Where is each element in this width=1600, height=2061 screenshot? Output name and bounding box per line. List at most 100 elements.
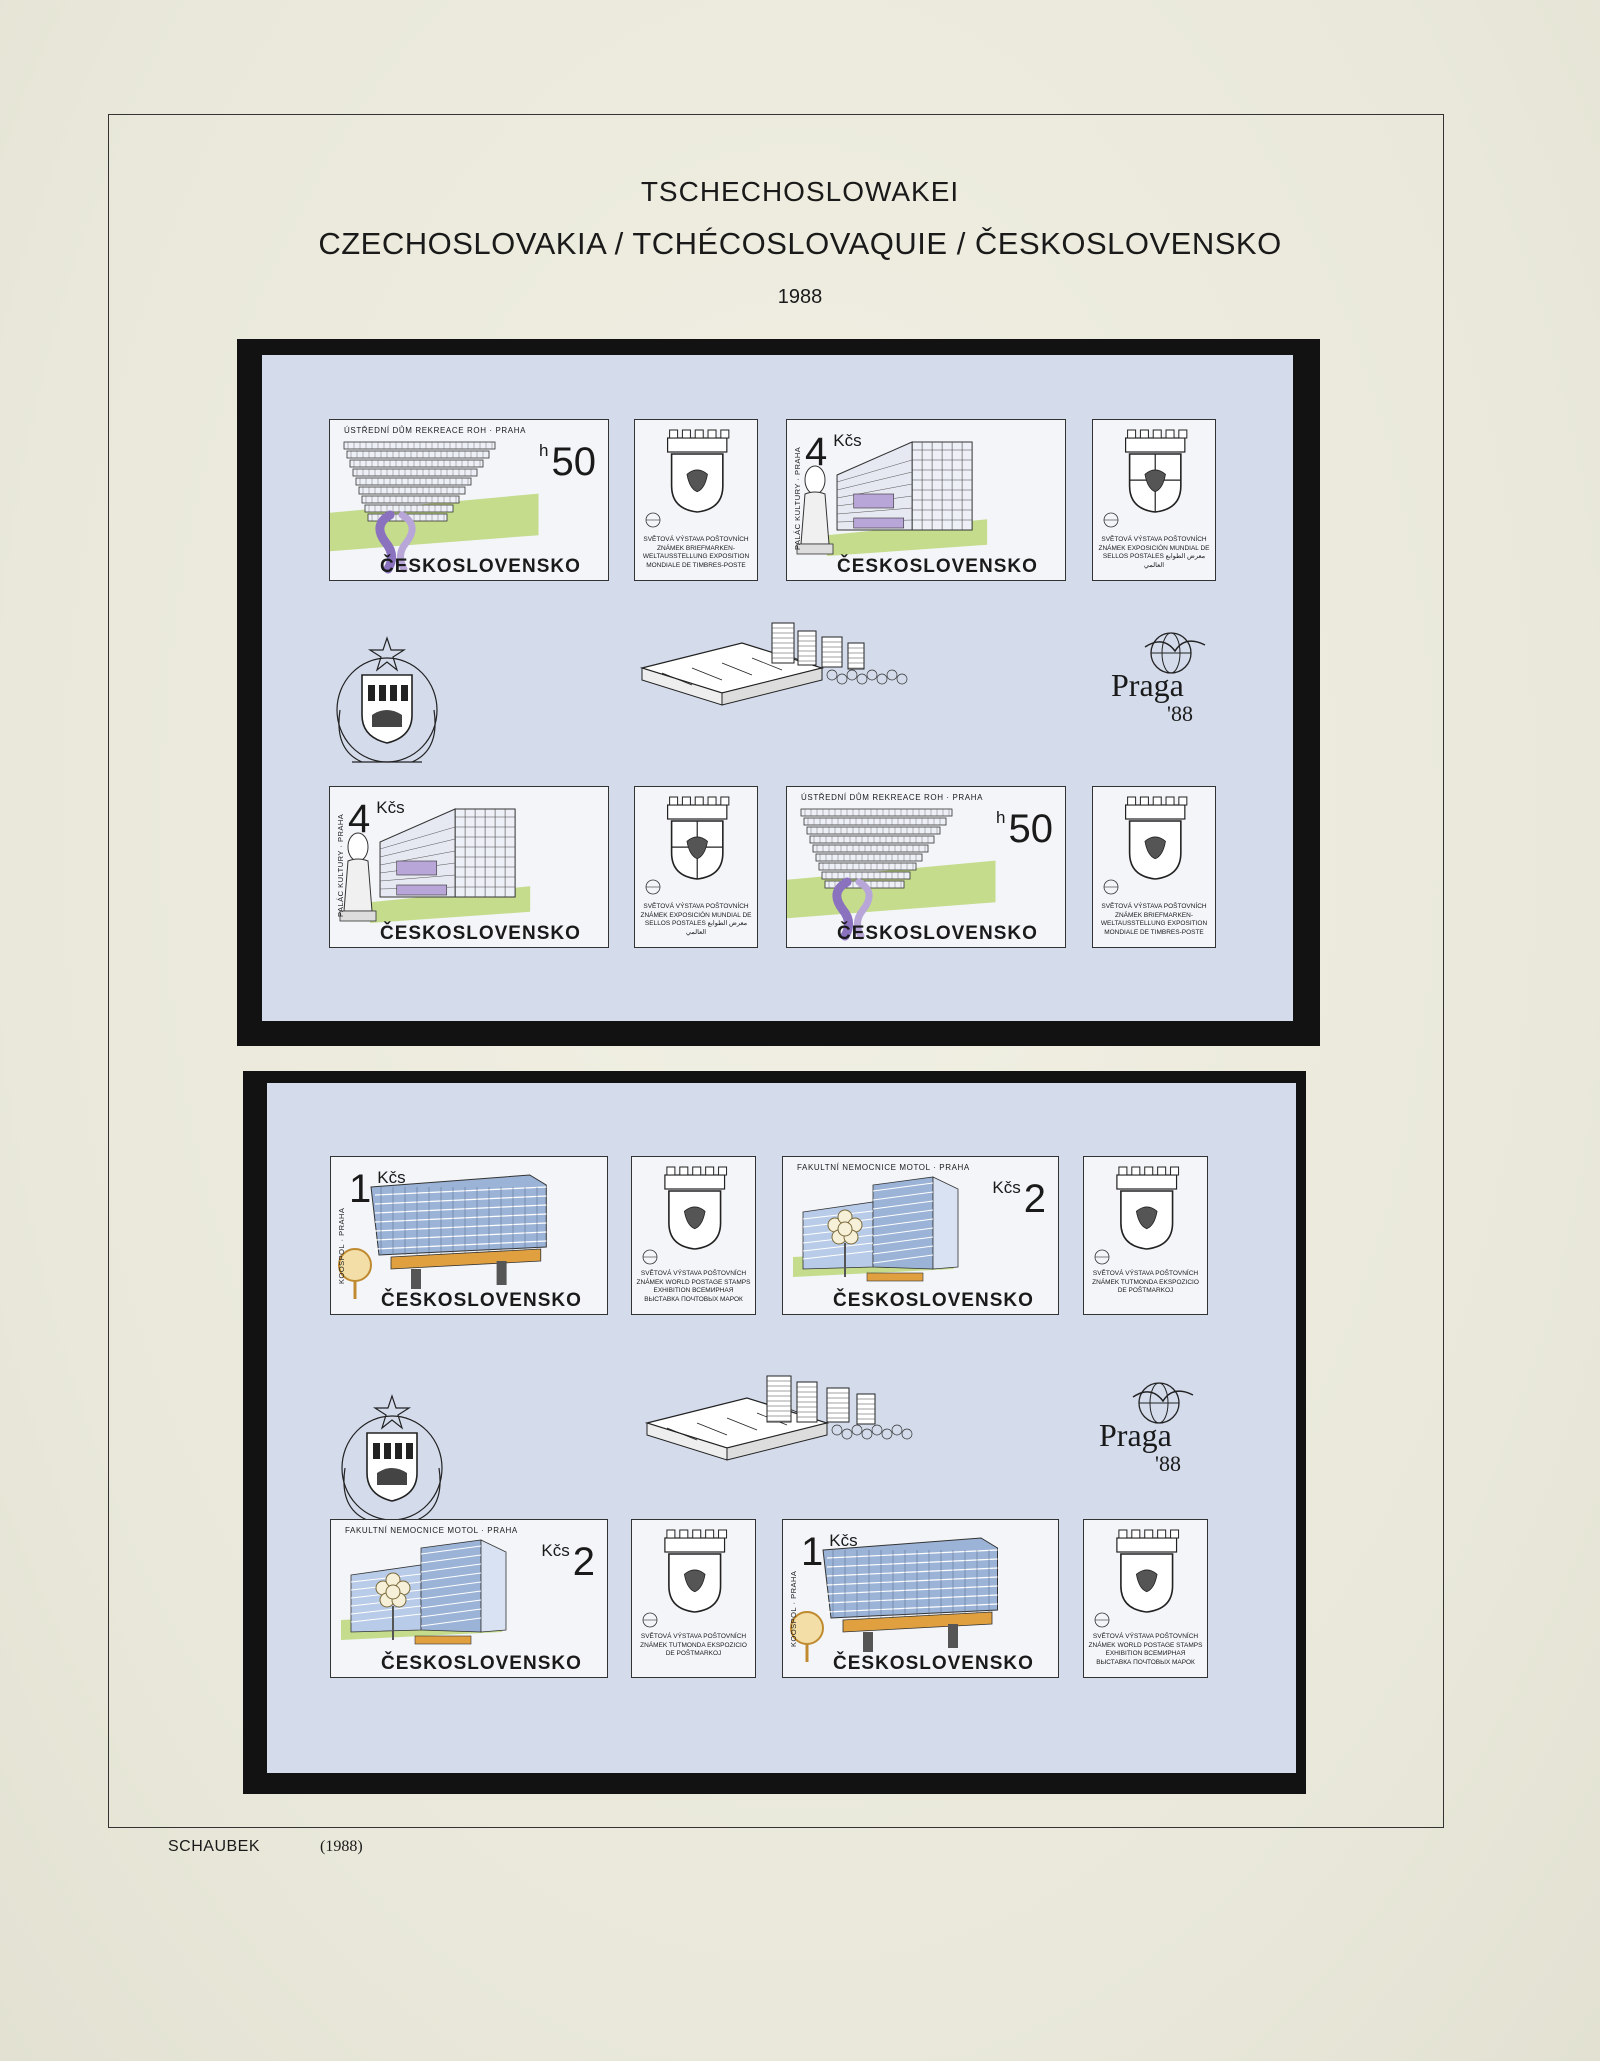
stamp-country-name: ČESKOSLOVENSKO — [833, 1653, 1034, 1674]
label-exhibition-text: SVĚTOVÁ VÝSTAVA POŠTOVNÍCH ZNÁMEK BRIEFM… — [1100, 903, 1208, 936]
praga-mini-logo — [1094, 1249, 1110, 1265]
palace-of-culture-illustration — [339, 808, 531, 923]
stamp-face-value: h50 — [539, 442, 596, 482]
stamp-artwork — [341, 1539, 507, 1645]
face-value-currency: Kčs — [833, 431, 862, 450]
label-exhibition-text: SVĚTOVÁ VÝSTAVA POŠTOVNÍCH ZNÁMEK EXPOSI… — [640, 903, 752, 936]
praga-mini-logo — [1094, 1612, 1110, 1628]
face-value-number: 2 — [1023, 1177, 1046, 1221]
face-value-number: 1 — [801, 1530, 824, 1574]
stamp-artwork — [790, 1537, 998, 1662]
stamp-country-name: ČESKOSLOVENSKO — [380, 923, 581, 944]
face-value-currency: h — [996, 808, 1006, 827]
globe-dove-icon — [1144, 632, 1206, 674]
label-artwork — [1103, 796, 1188, 895]
stamp-artwork — [330, 441, 539, 574]
praga-mini-logo — [1103, 512, 1119, 528]
label-exhibition-text: SVĚTOVÁ VÝSTAVA POŠTOVNÍCH ZNÁMEK WORLD … — [1088, 1633, 1203, 1666]
stamp-side-caption: PALÁC KULTURY · PRAHA — [793, 446, 802, 550]
praga-year: '88 — [1155, 1451, 1181, 1476]
stamp-country-name: ČESKOSLOVENSKO — [381, 1290, 582, 1311]
face-value-number: 50 — [1008, 807, 1054, 851]
praga-mini-logo — [642, 1249, 658, 1265]
page-title: TSCHECHOSLOWAKEI — [640, 176, 960, 207]
label-s1-2: SVĚTOVÁ VÝSTAVA POŠTOVNÍCH ZNÁMEK EXPOSI… — [1092, 419, 1216, 581]
terraced-hotel-illustration — [330, 441, 539, 574]
tree-sculpture-icon — [827, 1209, 863, 1277]
shield-icon — [664, 1529, 728, 1613]
face-value-currency: Kčs — [377, 1168, 406, 1187]
stamp-country-name: ČESKOSLOVENSKO — [381, 1653, 582, 1674]
label-exhibition-text: SVĚTOVÁ VÝSTAVA POŠTOVNÍCH ZNÁMEK EXPOSI… — [1098, 536, 1210, 569]
stamp-face-value: Kčs2 — [992, 1179, 1046, 1219]
face-value-currency: Kčs — [376, 798, 405, 817]
shield-icon — [666, 796, 730, 880]
koospol-building-illustration — [790, 1537, 998, 1662]
label-exhibition-text: SVĚTOVÁ VÝSTAVA POŠTOVNÍCH ZNÁMEK TUTMON… — [640, 1633, 747, 1657]
label-s2-2: SVĚTOVÁ VÝSTAVA POŠTOVNÍCH ZNÁMEK TUTMON… — [1083, 1156, 1208, 1315]
face-value-number: 1 — [349, 1167, 372, 1211]
stamp-country-name: ČESKOSLOVENSKO — [837, 923, 1038, 944]
stamp-side-caption: KOOSPOL · PRAHA — [337, 1207, 346, 1284]
stamp-artwork — [796, 441, 988, 556]
face-value-currency: Kčs — [829, 1531, 858, 1550]
shield-icon — [666, 429, 730, 513]
building-complex-illustration — [639, 622, 908, 706]
label-exhibition-text: SVĚTOVÁ VÝSTAVA POŠTOVNÍCH ZNÁMEK BRIEFM… — [642, 536, 750, 569]
face-value-number: 2 — [572, 1540, 595, 1584]
label-artwork — [642, 1166, 728, 1265]
praga-mini-logo — [645, 512, 661, 528]
stamp-artwork — [338, 1174, 547, 1299]
shield-icon — [1116, 1529, 1180, 1613]
page-year: 1988 — [777, 286, 823, 308]
label-artwork — [1094, 1529, 1180, 1628]
label-artwork — [1094, 1166, 1180, 1265]
terraced-hotel-illustration — [787, 808, 996, 941]
shield-icon — [1116, 1166, 1180, 1250]
label-s1-1: SVĚTOVÁ VÝSTAVA POŠTOVNÍCH ZNÁMEK BRIEFM… — [634, 419, 758, 581]
stamp-face-value: 1 Kčs — [349, 1169, 406, 1209]
label-artwork — [1103, 429, 1188, 528]
label-s2-4: SVĚTOVÁ VÝSTAVA POŠTOVNÍCH ZNÁMEK WORLD … — [1083, 1519, 1208, 1678]
praga-88-logo: Praga'88 — [1093, 1375, 1223, 1485]
face-value-currency: h — [539, 441, 549, 460]
label-s1-3: SVĚTOVÁ VÝSTAVA POŠTOVNÍCH ZNÁMEK EXPOSI… — [634, 786, 758, 948]
shield-icon — [664, 1166, 728, 1250]
praga-mini-logo — [1103, 879, 1119, 895]
footer-publisher: SCHAUBEK — [168, 1838, 261, 1855]
label-artwork — [642, 1529, 728, 1628]
label-s2-3: SVĚTOVÁ VÝSTAVA POŠTOVNÍCH ZNÁMEK TUTMON… — [631, 1519, 756, 1678]
stamp-artwork — [787, 808, 996, 941]
stamp-caption: FAKULTNÍ NEMOCNICE MOTOL · PRAHA — [345, 1526, 518, 1535]
label-artwork — [645, 429, 730, 528]
koospol-building-illustration — [338, 1174, 547, 1299]
praga-wordmark: Praga — [1099, 1417, 1172, 1453]
motol-hospital-illustration — [793, 1176, 959, 1282]
stamp-artwork — [793, 1176, 959, 1282]
stamp-side-caption: KOOSPOL · PRAHA — [789, 1570, 798, 1647]
label-exhibition-text: SVĚTOVÁ VÝSTAVA POŠTOVNÍCH ZNÁMEK WORLD … — [636, 1270, 751, 1303]
stamp-caption: ÚSTŘEDNÍ DŮM REKREACE ROH · PRAHA — [801, 793, 984, 802]
stamp-side-caption: PALÁC KULTURY · PRAHA — [336, 813, 345, 917]
stamp-caption: FAKULTNÍ NEMOCNICE MOTOL · PRAHA — [797, 1163, 970, 1172]
face-value-currency: Kčs — [992, 1178, 1021, 1197]
palace-of-culture-illustration — [796, 441, 988, 556]
praga-88-logo: Praga'88 — [1105, 625, 1235, 735]
coat-of-arms-icon — [341, 1394, 443, 1521]
label-artwork — [645, 796, 730, 895]
stamp-country-name: ČESKOSLOVENSKO — [833, 1290, 1034, 1311]
praga-wordmark: Praga — [1111, 667, 1184, 703]
label-exhibition-text: SVĚTOVÁ VÝSTAVA POŠTOVNÍCH ZNÁMEK TUTMON… — [1092, 1270, 1199, 1294]
face-value-currency: Kčs — [541, 1541, 570, 1560]
label-s2-1: SVĚTOVÁ VÝSTAVA POŠTOVNÍCH ZNÁMEK WORLD … — [631, 1156, 756, 1315]
